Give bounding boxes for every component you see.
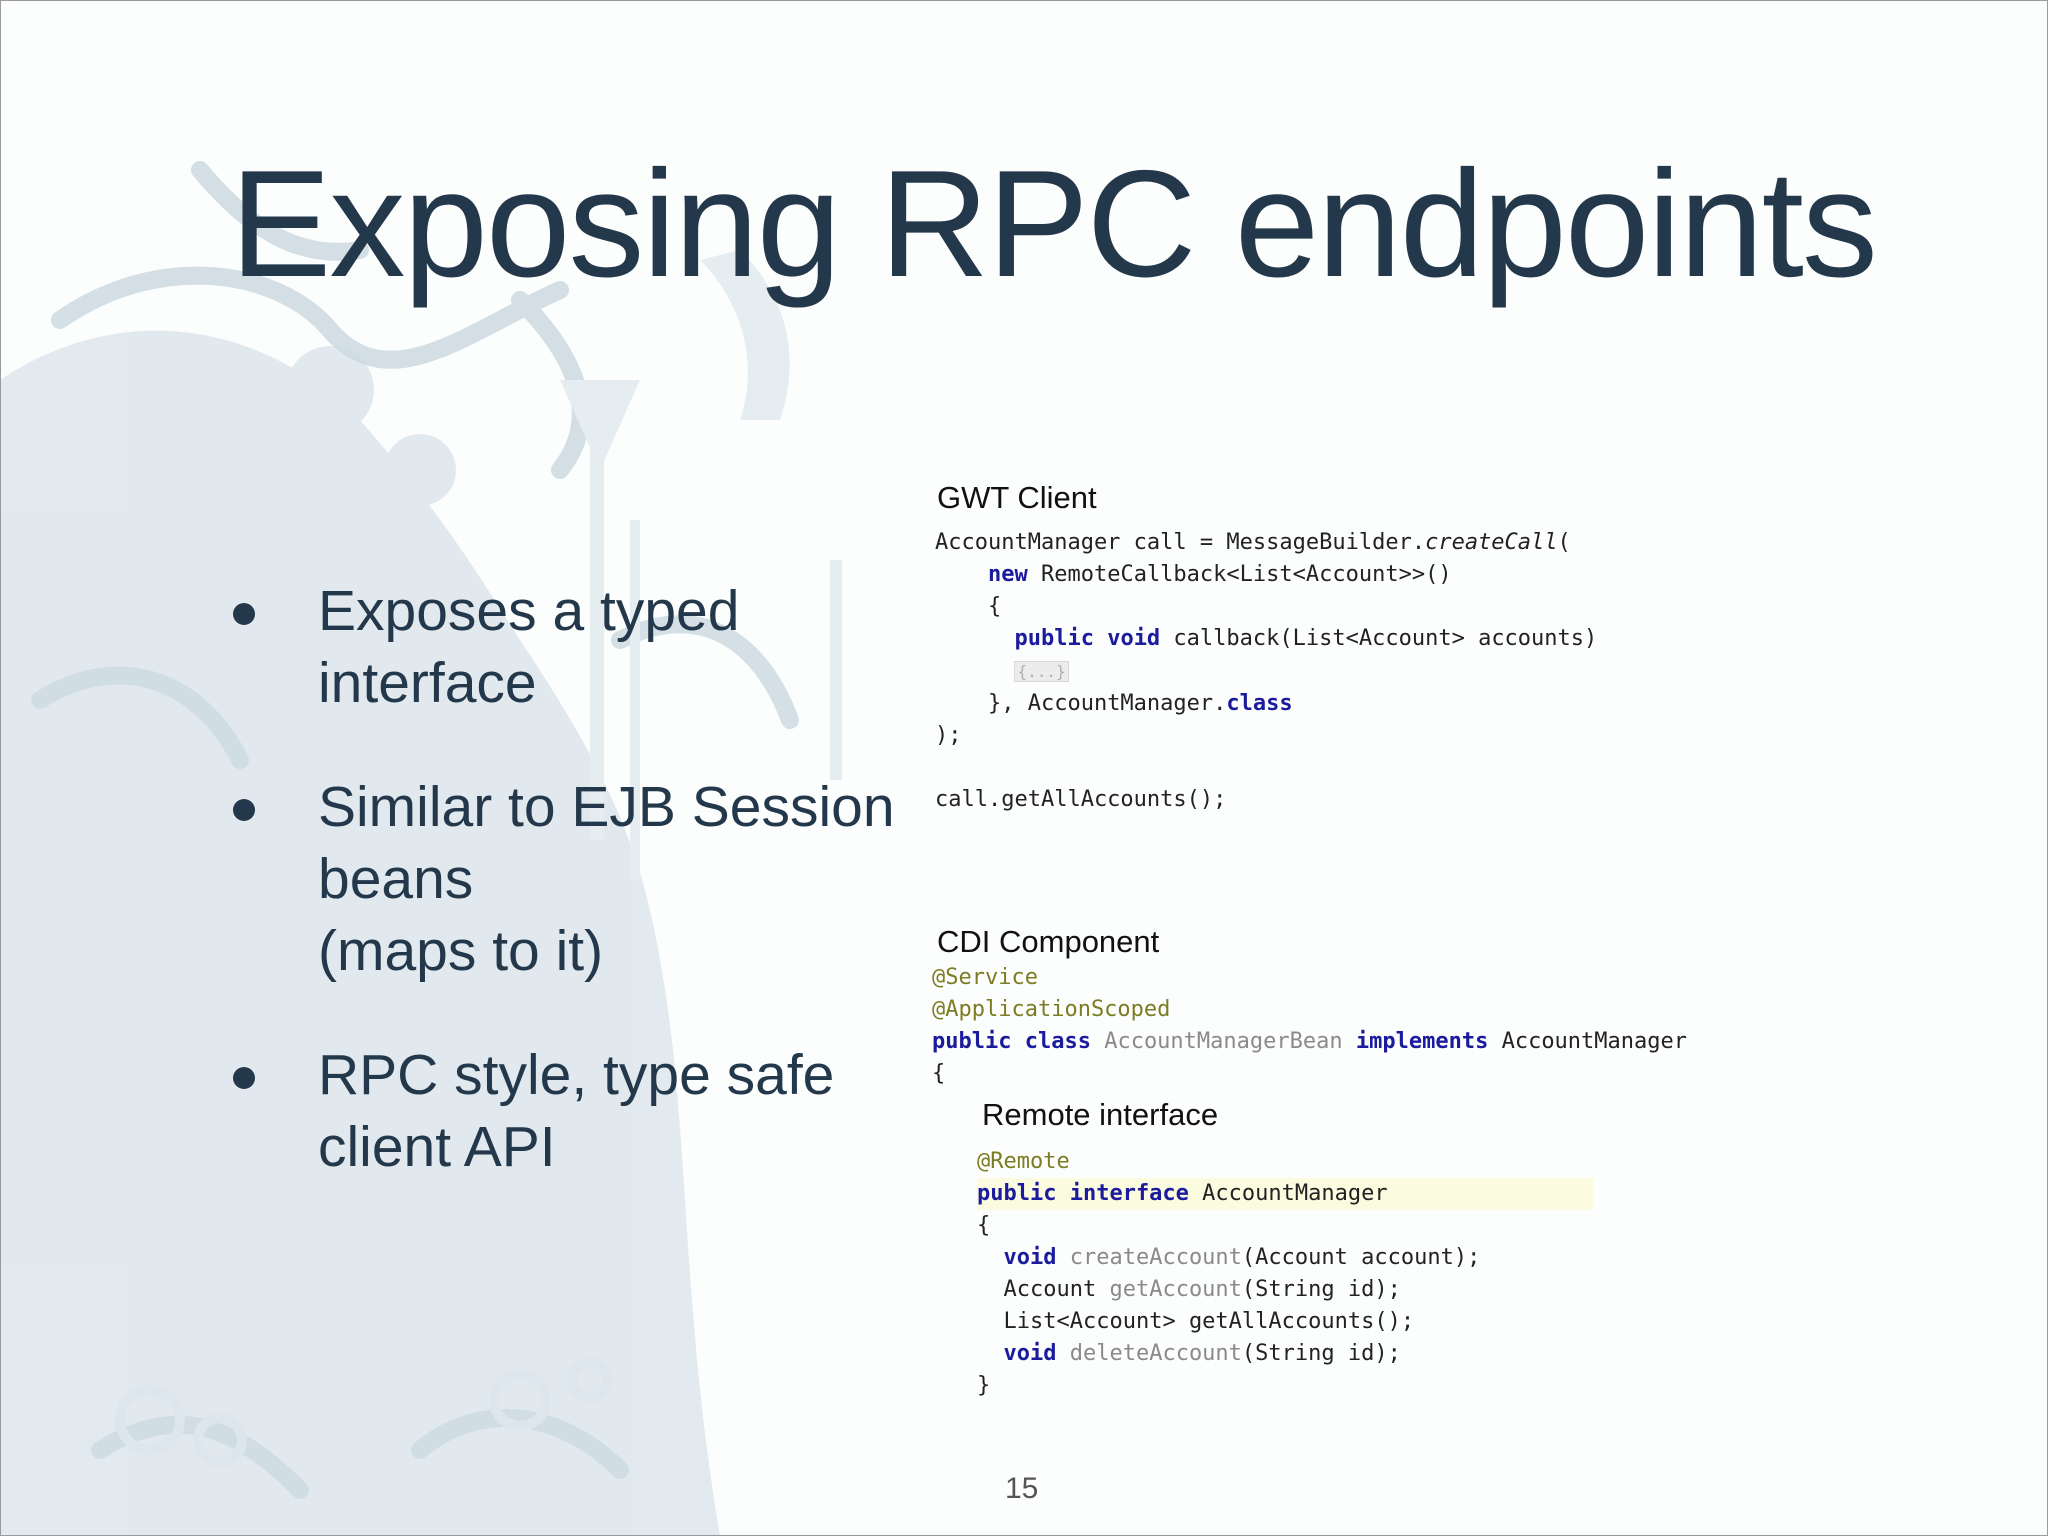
code-text: { [932,1061,946,1086]
code-text: (String id); [1241,1341,1401,1366]
bullet-text: Similar to EJB Session beans (maps to it… [318,775,895,983]
bullet-icon [233,603,255,625]
code-fold-marker: {...} [1014,661,1069,682]
bullet-item-typed-interface: Exposes a typed interface [230,575,910,719]
code-class-name: AccountManagerBean [1104,1029,1343,1054]
code-text: AccountManager [1501,1029,1688,1054]
code-text: }, AccountManager. [987,691,1227,716]
code-annotation: @ApplicationScoped [932,997,1171,1022]
code-method: getAllAccounts [1188,1309,1375,1334]
gwt-client-label: GWT Client [937,480,1097,515]
code-text: ( [1557,530,1571,555]
code-keyword: public interface [977,1181,1189,1206]
bullet-icon [233,1067,255,1089]
bullet-text: RPC style, type safe client API [318,1043,835,1179]
bullet-item-ejb-session-beans: Similar to EJB Session beans (maps to it… [230,771,910,987]
code-keyword: void [1003,1341,1057,1366]
code-text: (Account account); [1241,1245,1481,1270]
code-highlighted-line: public interface AccountManager [977,1178,1593,1210]
code-text: call.getAllAccounts(); [935,787,1227,812]
code-method: createCall [1425,530,1558,555]
code-keyword: public void [1014,626,1161,651]
code-text: RemoteCallback<List<Account>>() [1027,562,1452,587]
code-text: List<Account> [1003,1309,1176,1334]
code-text: } [977,1373,991,1398]
code-text: (); [1374,1309,1415,1334]
code-text: { [977,1213,991,1238]
remote-interface-code: @Remote public interface AccountManager … [977,1146,1593,1402]
code-annotation: @Service [932,965,1038,990]
code-text: (String id); [1241,1277,1401,1302]
code-method: getAccount [1109,1277,1242,1302]
gwt-client-code: AccountManager call = MessageBuilder.cre… [935,527,1597,816]
cdi-component-label: CDI Component [937,924,1160,959]
bullet-icon [233,799,255,821]
cdi-component-code: @Service @ApplicationScoped public class… [932,962,1687,1090]
code-annotation: @Remote [977,1149,1070,1174]
code-text: { [987,594,1002,619]
code-text: Account [1003,1277,1097,1302]
code-keyword: void [1003,1245,1057,1270]
remote-interface-label: Remote interface [982,1097,1219,1132]
page-number: 15 [1005,1472,1039,1505]
bullet-text: Exposes a typed interface [318,579,740,715]
code-keyword: new [987,562,1028,587]
code-method: deleteAccount [1069,1341,1242,1366]
code-text: AccountManager [1202,1181,1388,1206]
code-text: callback(List<Account> accounts) [1160,626,1598,651]
code-method: createAccount [1069,1245,1242,1270]
code-text: AccountManager call = MessageBuilder. [935,530,1426,555]
bullet-item-rpc-style: RPC style, type safe client API [230,1039,910,1183]
bullet-list: Exposes a typed interface Similar to EJB… [230,575,910,1235]
code-keyword: public class [932,1029,1091,1054]
code-keyword: class [1226,691,1293,716]
code-text: ); [935,723,962,748]
code-keyword: implements [1355,1029,1489,1054]
slide-title: Exposing RPC endpoints [230,139,1878,309]
